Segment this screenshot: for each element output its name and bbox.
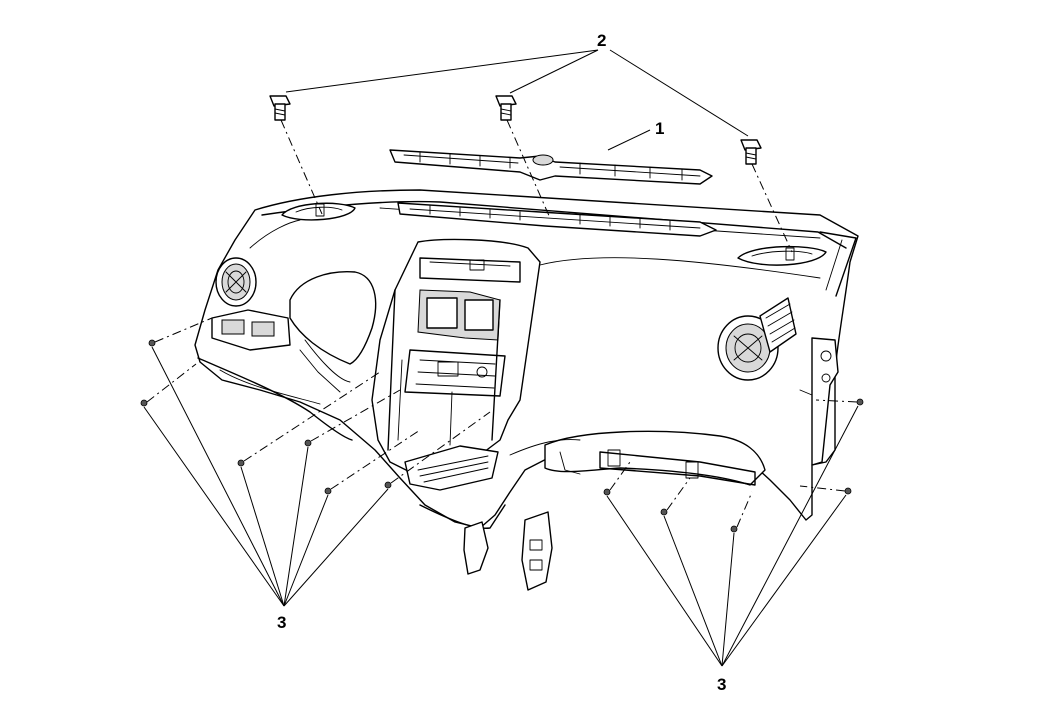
bolt-upper-right bbox=[740, 139, 762, 165]
center-stack-frame bbox=[371, 238, 541, 473]
instrument-panel-assembly bbox=[194, 189, 859, 591]
defroster-vent-slot bbox=[397, 202, 717, 237]
screw-set-left bbox=[140, 339, 392, 495]
leader-2-right bbox=[609, 49, 749, 137]
callout-2: 2 bbox=[597, 31, 606, 50]
defroster-grille-part bbox=[389, 149, 713, 185]
callout-3-left: 3 bbox=[277, 613, 286, 632]
right-air-vent bbox=[717, 315, 779, 381]
steering-column-opening bbox=[289, 271, 377, 365]
leaders-3-left bbox=[143, 346, 389, 607]
center-support-leg-left bbox=[463, 521, 489, 575]
leader-2-left bbox=[285, 49, 599, 93]
lower-center-tray bbox=[404, 445, 499, 491]
left-air-vent bbox=[215, 257, 257, 307]
center-support-leg-right bbox=[521, 511, 553, 591]
side-window-defog-vent bbox=[759, 297, 797, 353]
leader-1 bbox=[607, 129, 651, 151]
screw-set-right bbox=[603, 398, 864, 533]
leader-2-center bbox=[509, 49, 599, 94]
bolt-upper-center bbox=[495, 95, 517, 121]
right-speaker-opening bbox=[737, 245, 827, 266]
bolt-upper-left bbox=[269, 95, 291, 121]
left-speaker-opening bbox=[281, 202, 356, 221]
callout-3-right: 3 bbox=[717, 675, 726, 694]
leaders-3-right bbox=[606, 405, 859, 667]
callout-1: 1 bbox=[655, 119, 664, 138]
